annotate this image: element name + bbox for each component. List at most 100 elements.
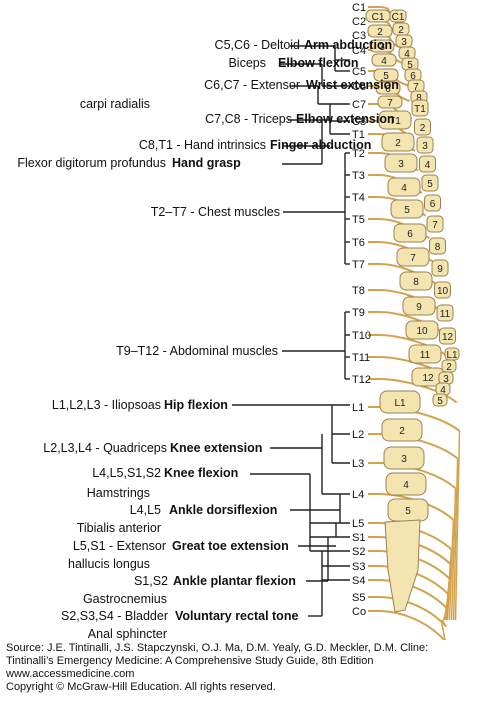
vertebra-t4 [387, 177, 421, 197]
process-t10-label: 10 [437, 286, 449, 297]
segment-c6: C6 [352, 81, 366, 93]
process-t6 [424, 194, 441, 212]
process-l2-label: 2 [446, 362, 452, 373]
process-l4-label: 4 [440, 385, 446, 396]
process-c7-label: 7 [413, 82, 419, 93]
process-t12-label: 12 [442, 332, 454, 343]
label-c6c7-action: Wrist extension [306, 78, 399, 92]
spinal-cord-diagram: C1234567T123456789101112L12345C12345678T… [232, 2, 461, 640]
label-carpi: carpi radialis [79, 97, 150, 111]
segment-t1: T1 [352, 129, 365, 141]
label-s2s4-action: Voluntary rectal tone [175, 609, 299, 623]
vertebra-c2 [367, 24, 393, 38]
label-l2l4: L2,L3,L4 - Quadriceps [43, 441, 167, 455]
process-t6-label: 6 [430, 199, 436, 210]
cauda-s4 [442, 608, 449, 621]
label-l1l3: L1,L2,L3 - Iliopsoas [51, 398, 161, 412]
vertebra-t2-label: 2 [395, 138, 401, 149]
process-t5-label: 5 [427, 179, 433, 190]
segment-t11: T11 [352, 352, 370, 364]
process-t9 [431, 259, 449, 277]
process-t8 [429, 237, 446, 255]
vertebra-t11 [408, 344, 442, 364]
vertebra-c2-label: 2 [377, 27, 383, 38]
segment-c5: C5 [352, 66, 366, 78]
segment-t8: T8 [352, 285, 365, 297]
label-tibialis: Tibialis anterior [76, 521, 161, 535]
process-c8-label: 8 [416, 93, 422, 104]
label-hamstrings: Hamstrings [86, 486, 150, 500]
vertebra-c6 [375, 81, 401, 95]
segment-s2: S2 [352, 546, 365, 558]
label-c6c7: C6,C7 - Extensor [204, 78, 300, 92]
label-c8t1: C8,T1 - Hand intrinsics [138, 138, 266, 152]
vertebra-l1-label: L1 [394, 398, 406, 409]
label-c7c8-action: Elbow extension [296, 112, 395, 126]
segment-l2: L2 [352, 429, 364, 441]
segment-t7: T7 [352, 259, 365, 271]
process-c1 [389, 9, 407, 23]
process-t7 [426, 215, 444, 233]
label-biceps-action: Elbow flexion [278, 56, 359, 70]
vertebra-l2-label: 2 [399, 426, 405, 437]
label-s1s2-action: Ankle plantar flexion [173, 574, 296, 588]
vertebra-t4-label: 4 [401, 183, 407, 194]
vertebra-c7 [377, 95, 403, 109]
process-c3-label: 3 [401, 37, 407, 48]
vertebra-t9 [402, 296, 436, 316]
vertebra-l1 [379, 390, 421, 414]
label-t2t7: T2–T7 - Chest muscles [150, 205, 280, 219]
process-t1-label: T1 [414, 104, 426, 115]
copyright: Copyright © McGraw-Hill Education. All r… [6, 681, 276, 693]
process-c6-label: 6 [410, 71, 416, 82]
label-c8t1-action: Finger abduction [270, 138, 372, 152]
vertebra-t1 [378, 110, 412, 130]
vertebra-t8 [399, 271, 433, 291]
label-l4s2-action: Knee flexion [164, 466, 239, 480]
vertebra-t10-label: 10 [416, 326, 428, 337]
segment-s4: S4 [352, 575, 365, 587]
segment-co: Co [352, 606, 366, 618]
process-t4 [419, 155, 436, 173]
process-t9-label: 9 [437, 264, 443, 275]
segment-l4: L4 [352, 489, 364, 501]
sacrum [384, 519, 421, 613]
nerve-path-s5 [377, 596, 447, 628]
vertebra-t6-label: 6 [407, 229, 413, 240]
segment-c4: C4 [352, 45, 366, 57]
segment-s1: S1 [352, 532, 365, 544]
vertebra-t3-label: 3 [398, 159, 404, 170]
segment-c1: C1 [352, 2, 366, 14]
segment-l5: L5 [352, 518, 364, 530]
process-t11-label: 11 [440, 309, 451, 320]
process-t1 [411, 99, 429, 117]
vertebra-c3-label: 3 [379, 42, 385, 53]
segment-t3: T3 [352, 170, 365, 182]
vertebra-t11-label: 11 [420, 350, 431, 361]
vertebra-l3-label: 3 [401, 454, 407, 465]
vertebra-c5 [373, 68, 399, 82]
source-link[interactable]: www.accessmedicine.com [6, 668, 135, 680]
nerve-path-t8 [377, 289, 443, 312]
nerve-path-co [377, 610, 446, 640]
segment-s3: S3 [352, 561, 365, 573]
label-biceps: Biceps [228, 56, 266, 70]
label-flexor-action: Hand grasp [172, 156, 241, 170]
vertebra-t12-label: 12 [422, 373, 434, 384]
segment-c3: C3 [352, 30, 366, 42]
process-t11 [436, 304, 454, 322]
segment-c8: C8 [352, 116, 366, 128]
vertebra-c4-label: 4 [381, 56, 387, 67]
vertebra-t10 [405, 320, 439, 340]
segment-t6: T6 [352, 237, 365, 249]
cauda-l4 [448, 519, 455, 621]
vertebra-t5 [390, 199, 424, 219]
segment-labels: C1C2C3C4C5C6C7C8T1T2T3T4T5T6T7T8T9T10T11… [352, 2, 371, 618]
label-gastro: Gastrocnemius [82, 592, 167, 606]
vertebra-t3 [384, 153, 418, 173]
bracket-lines [232, 45, 350, 617]
label-l1l3-action: Hip flexion [164, 398, 228, 412]
label-c5c6-action: Arm abduction [304, 38, 393, 52]
label-t9t12: T9–T12 - Abdominal muscles [116, 344, 278, 358]
label-l4s2: L4,L5,S1,S2 [92, 466, 161, 480]
